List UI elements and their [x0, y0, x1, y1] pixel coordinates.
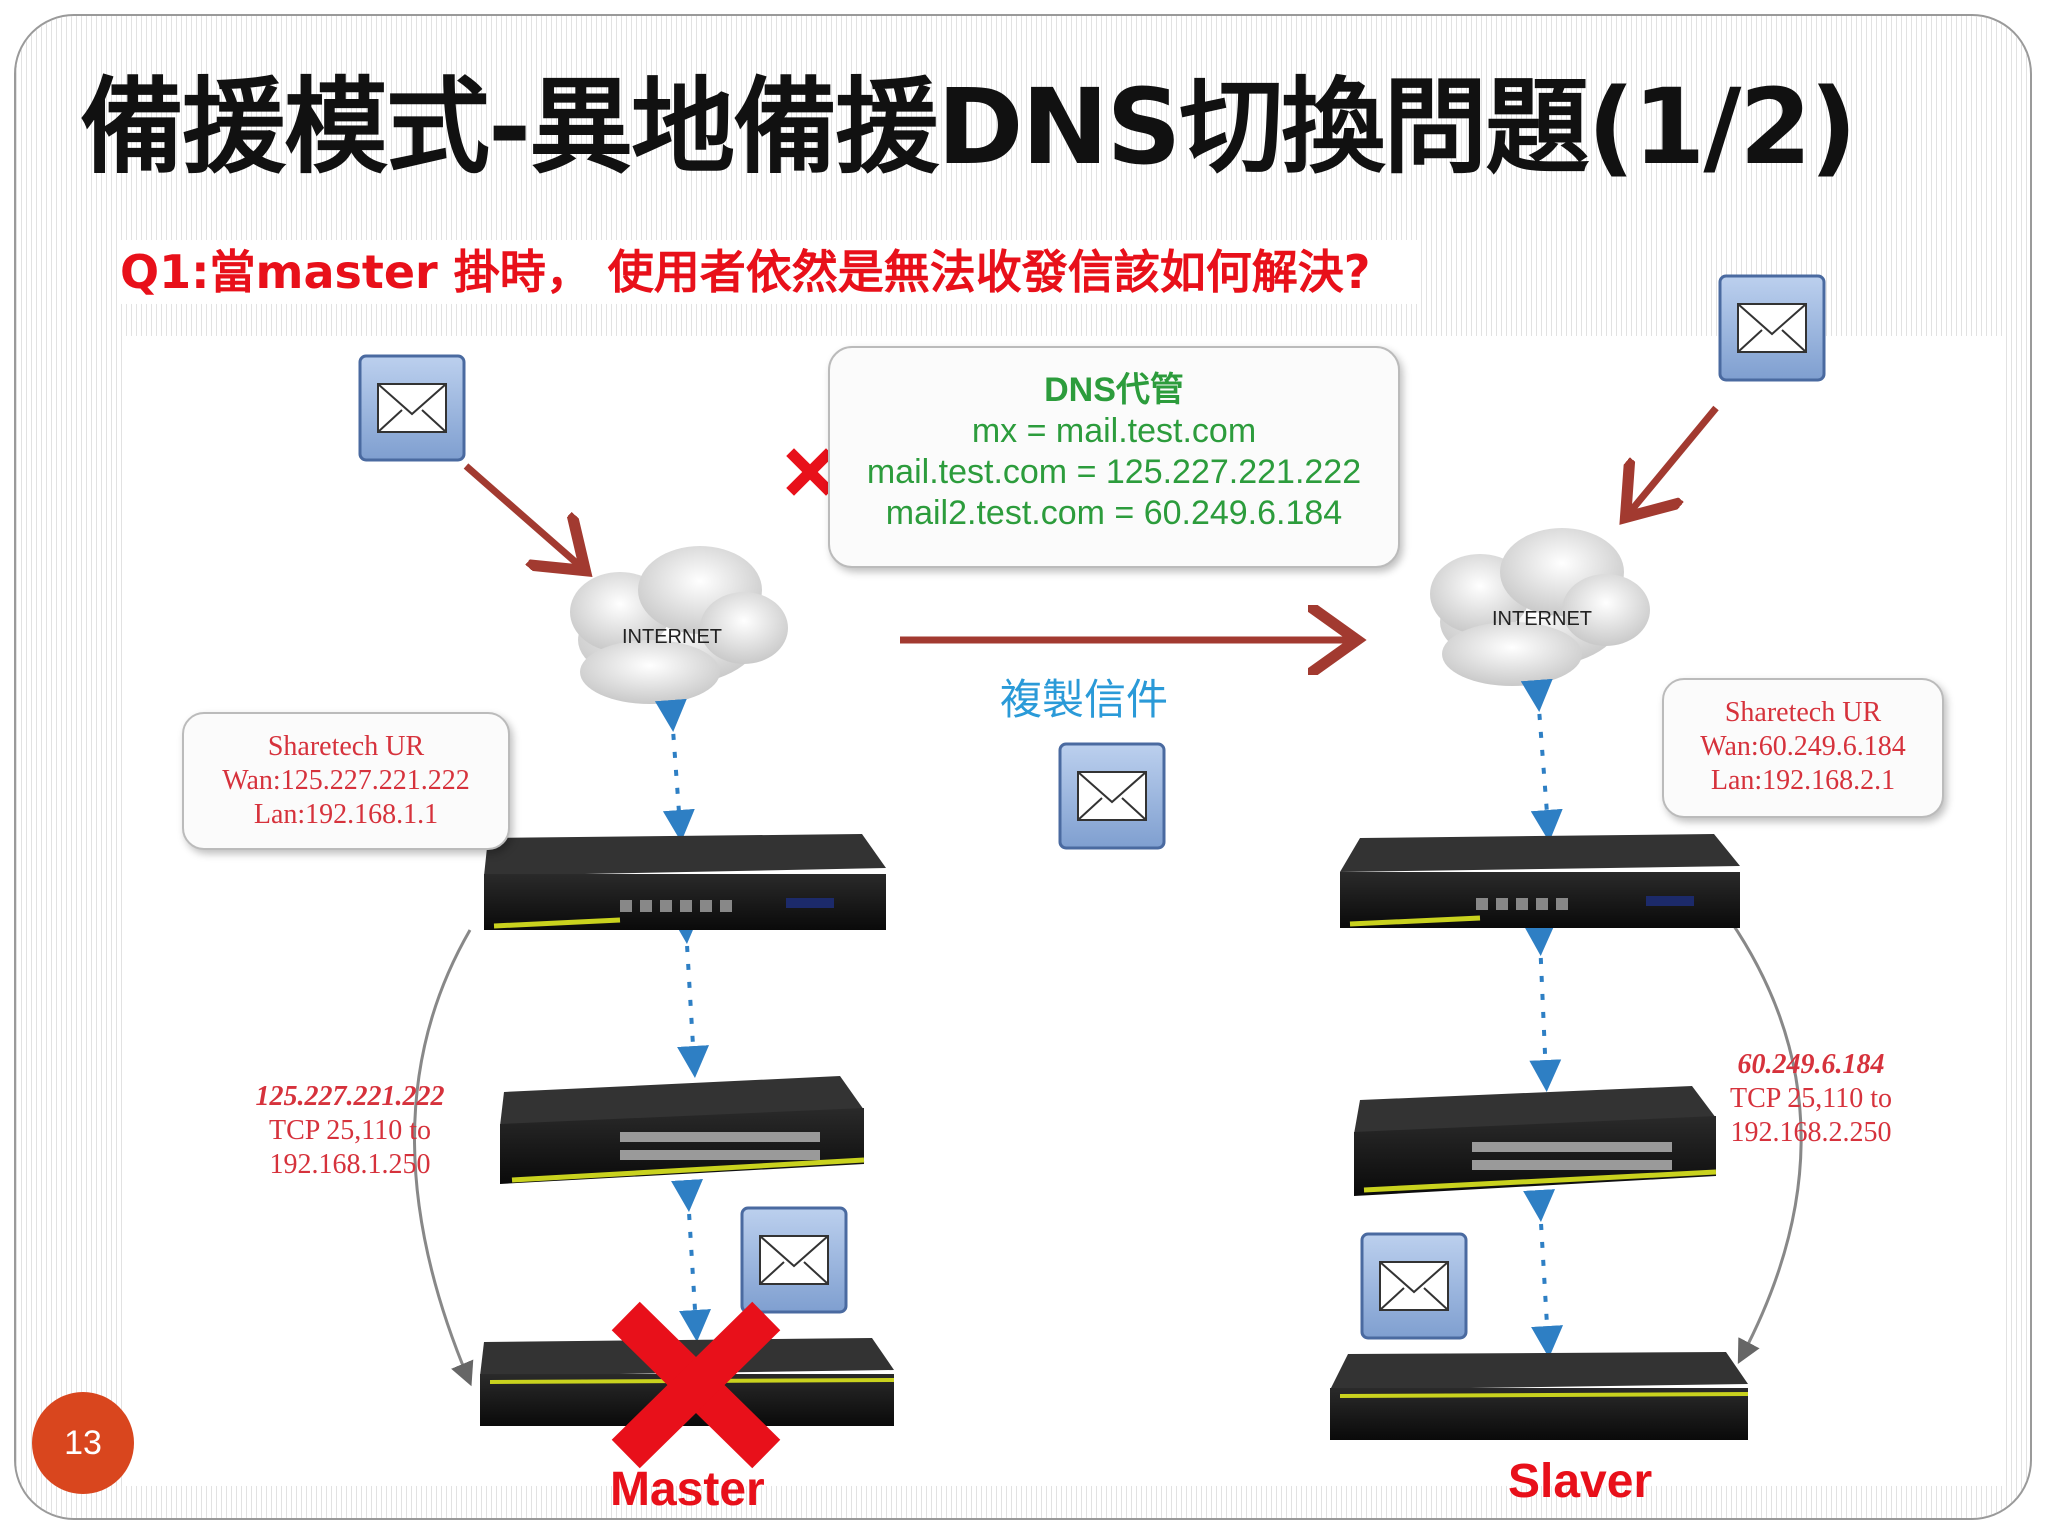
internet-label: INTERNET [622, 626, 722, 648]
mail-icon [1058, 742, 1166, 850]
mail-icon [1360, 1232, 1468, 1340]
mail-icon [740, 1206, 848, 1314]
cloud-icon [570, 546, 788, 704]
nat-target-ip: 192.168.2.250 [1730, 1117, 1892, 1148]
slaver-label: Slaver [1508, 1455, 1653, 1508]
switch-icon [1354, 1086, 1717, 1196]
nat-ports: TCP 25,110 to [268, 1115, 432, 1146]
dns-a-record-master: mail.test.com = 125.227.221.222 [866, 453, 1362, 491]
nat-ports: TCP 25,110 to [1729, 1083, 1893, 1114]
network-links [654, 678, 1564, 1358]
nat-rule-label: 125.227.221.222 TCP 25,110 to 192.168.1.… [240, 1080, 460, 1182]
dns-a-record-slaver: mail2.test.com = 60.249.6.184 [885, 494, 1343, 532]
router-icon [1340, 834, 1740, 928]
router-lan: Lan:192.168.2.1 [1710, 765, 1896, 796]
router-icon [484, 834, 886, 930]
router-wan: Wan:60.249.6.184 [1700, 731, 1906, 762]
copy-mail-label: 複製信件 [1000, 675, 1169, 724]
mail-icon [1718, 274, 1826, 382]
mail-icon [358, 354, 466, 462]
router-info-box: Sharetech UR Wan:125.227.221.222 Lan:192… [182, 712, 510, 850]
incoming-mail-arrow [1630, 405, 1719, 512]
dns-hosting-box: DNS代管 mx = mail.test.com mail.test.com =… [828, 346, 1400, 568]
cloud-icon [1430, 528, 1650, 686]
internet-label: INTERNET [1492, 608, 1592, 630]
router-model: Sharetech UR [267, 731, 425, 762]
master-label: Master [610, 1463, 765, 1516]
dns-title: DNS代管 [1044, 371, 1184, 409]
router-lan: Lan:192.168.1.1 [253, 799, 439, 830]
nat-target-ip: 192.168.1.250 [269, 1149, 431, 1180]
fail-x-icon [786, 448, 834, 496]
question-text: Q1:當master 掛時， 使用者依然是無法收發信該如何解決? [120, 240, 1420, 304]
nat-public-ip: 60.249.6.184 [1737, 1049, 1885, 1080]
fail-x-icon [611, 1301, 781, 1469]
incoming-mail-arrow [463, 463, 580, 566]
page-number-badge: 13 [32, 1392, 134, 1494]
server-icon [1330, 1352, 1749, 1440]
nat-forward-arrow [1728, 919, 1803, 1364]
nat-forward-arrow [413, 929, 474, 1387]
nat-rule-label: 60.249.6.184 TCP 25,110 to 192.168.2.250 [1716, 1048, 1906, 1150]
slide-title: 備援模式-異地備援DNS切換問題(1/2) [80, 66, 1857, 188]
switch-icon [500, 1076, 865, 1184]
nat-public-ip: 125.227.221.222 [255, 1081, 445, 1112]
router-model: Sharetech UR [1724, 697, 1882, 728]
router-info-box: Sharetech UR Wan:60.249.6.184 Lan:192.16… [1662, 678, 1944, 818]
dns-mx-record: mx = mail.test.com [971, 412, 1257, 450]
router-wan: Wan:125.227.221.222 [222, 765, 470, 796]
